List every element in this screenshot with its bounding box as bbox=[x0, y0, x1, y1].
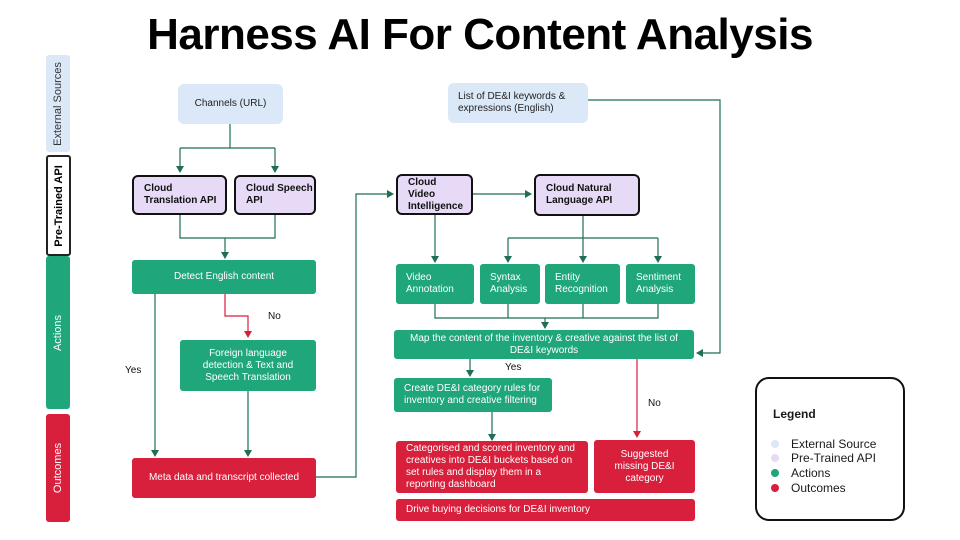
edge-label-no-english: No bbox=[268, 311, 281, 322]
edge-label-yes-english: Yes bbox=[125, 365, 142, 376]
node-label: Sentiment Analysis bbox=[636, 272, 682, 295]
categorised-node: Categorised and scored inventory and cre… bbox=[396, 441, 588, 493]
node-label: Create DE&I category rules for inventory… bbox=[404, 383, 541, 406]
node-label: Channels (URL) bbox=[194, 98, 267, 109]
detect-english-node: Detect English content bbox=[132, 260, 316, 294]
lane-actions: Actions bbox=[46, 256, 70, 409]
legend-swatch bbox=[771, 484, 779, 492]
legend-title: Legend bbox=[773, 407, 816, 421]
legend-label: Pre-Trained API bbox=[791, 451, 876, 465]
edge-label-yes-match: Yes bbox=[505, 362, 522, 373]
foreign-language-node: Foreign language detection & Text and Sp… bbox=[180, 340, 316, 391]
video-intelligence-node: Cloud Video Intelligence bbox=[396, 174, 473, 215]
lane-external-sources: External Sources bbox=[46, 55, 70, 152]
legend-label: Outcomes bbox=[791, 481, 846, 495]
lane-pre-trained-api: Pre-Trained API bbox=[46, 155, 71, 256]
node-label: Video Annotation bbox=[406, 272, 454, 295]
edge-metadata-to-video bbox=[316, 190, 394, 478]
node-label: Cloud Speech API bbox=[246, 183, 313, 206]
edge-no-to-foreign bbox=[224, 294, 252, 338]
suggested-category-node: Suggested missing DE&I category bbox=[594, 440, 695, 493]
edge-keywords-to-map bbox=[588, 99, 721, 357]
legend-swatch bbox=[771, 469, 779, 477]
keywords-node: List of DE&I keywords & expressions (Eng… bbox=[448, 83, 588, 123]
page-title: Harness AI For Content Analysis bbox=[147, 10, 813, 59]
node-label: Meta data and transcript collected bbox=[148, 472, 300, 483]
speech-api-node: Cloud Speech API bbox=[234, 175, 316, 215]
edge-label-no-match: No bbox=[648, 398, 661, 409]
node-label: Foreign language detection & Text and Sp… bbox=[202, 347, 294, 383]
legend-item-external: External Source bbox=[771, 437, 876, 451]
legend-label: External Source bbox=[791, 437, 877, 451]
node-label: Entity Recognition bbox=[555, 272, 608, 295]
map-content-node: Map the content of the inventory & creat… bbox=[394, 330, 694, 359]
node-label: Cloud Natural Language API bbox=[546, 183, 613, 206]
legend-label: Actions bbox=[791, 466, 831, 480]
legend-swatch bbox=[771, 440, 779, 448]
node-label: Map the content of the inventory & creat… bbox=[410, 332, 678, 356]
natural-language-api-node: Cloud Natural Language API bbox=[534, 174, 640, 216]
syntax-analysis-node: Syntax Analysis bbox=[480, 264, 540, 304]
metadata-node: Meta data and transcript collected bbox=[132, 458, 316, 498]
drive-buying-node: Drive buying decisions for DE&I inventor… bbox=[396, 499, 695, 521]
node-label: Cloud Translation API bbox=[144, 183, 217, 206]
node-label: Categorised and scored inventory and cre… bbox=[406, 443, 575, 490]
channels-node: Channels (URL) bbox=[178, 84, 283, 124]
sentiment-analysis-node: Sentiment Analysis bbox=[626, 264, 695, 304]
create-rules-node: Create DE&I category rules for inventory… bbox=[394, 378, 552, 412]
node-label: Cloud Video Intelligence bbox=[408, 176, 464, 212]
entity-recognition-node: Entity Recognition bbox=[545, 264, 620, 304]
video-annotation-node: Video Annotation bbox=[396, 264, 474, 304]
edge-translation-down bbox=[179, 214, 276, 239]
node-label: Drive buying decisions for DE&I inventor… bbox=[406, 504, 590, 515]
legend-item-actions: Actions bbox=[771, 466, 830, 480]
lane-outcomes: Outcomes bbox=[46, 414, 70, 522]
translation-api-node: Cloud Translation API bbox=[132, 175, 227, 215]
legend-item-api: Pre-Trained API bbox=[771, 451, 876, 465]
legend-swatch bbox=[771, 454, 779, 462]
legend-item-outcomes: Outcomes bbox=[771, 481, 846, 495]
node-label: Suggested missing DE&I category bbox=[614, 448, 675, 484]
legend: Legend External Source Pre-Trained API A… bbox=[755, 377, 905, 521]
edge-analyses-merge bbox=[434, 304, 659, 319]
node-label: List of DE&I keywords & expressions (Eng… bbox=[458, 91, 566, 114]
node-label: Detect English content bbox=[173, 271, 275, 282]
node-label: Syntax Analysis bbox=[490, 272, 528, 295]
